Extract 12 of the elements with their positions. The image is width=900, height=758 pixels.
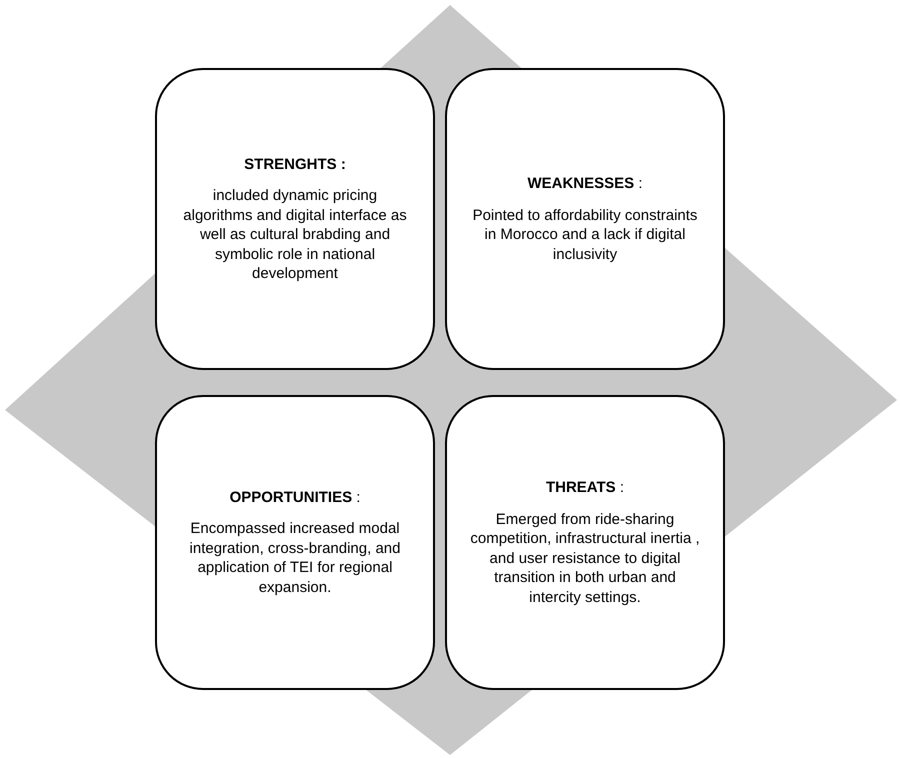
box-heading: THREATS : [546,478,624,498]
swot-box [155,68,435,370]
box-heading: STRENGHTS : [244,154,346,174]
swot-box [445,68,725,370]
box-heading: WEAKNESSES : [527,174,643,194]
swot-box [155,395,435,690]
box-text: Encompassed increased modal integration, cross-branding, and application of TEI for regional expansion. [188,519,402,598]
box-text: included dynamic pricing algorithms and digital interface as well as cultural brabding and symbolic role in national development [182,186,408,284]
box-text: Emerged from ride-sharing competition, infrastructural inertia , and user resistance to digital transition in both urban and intercity settings. [469,510,701,607]
box-text: Pointed to affordability constraints in Morocco and a lack if digital inclusivity [472,206,698,264]
swot-box [445,395,725,690]
box-heading: OPPORTUNITIES : [230,488,360,508]
